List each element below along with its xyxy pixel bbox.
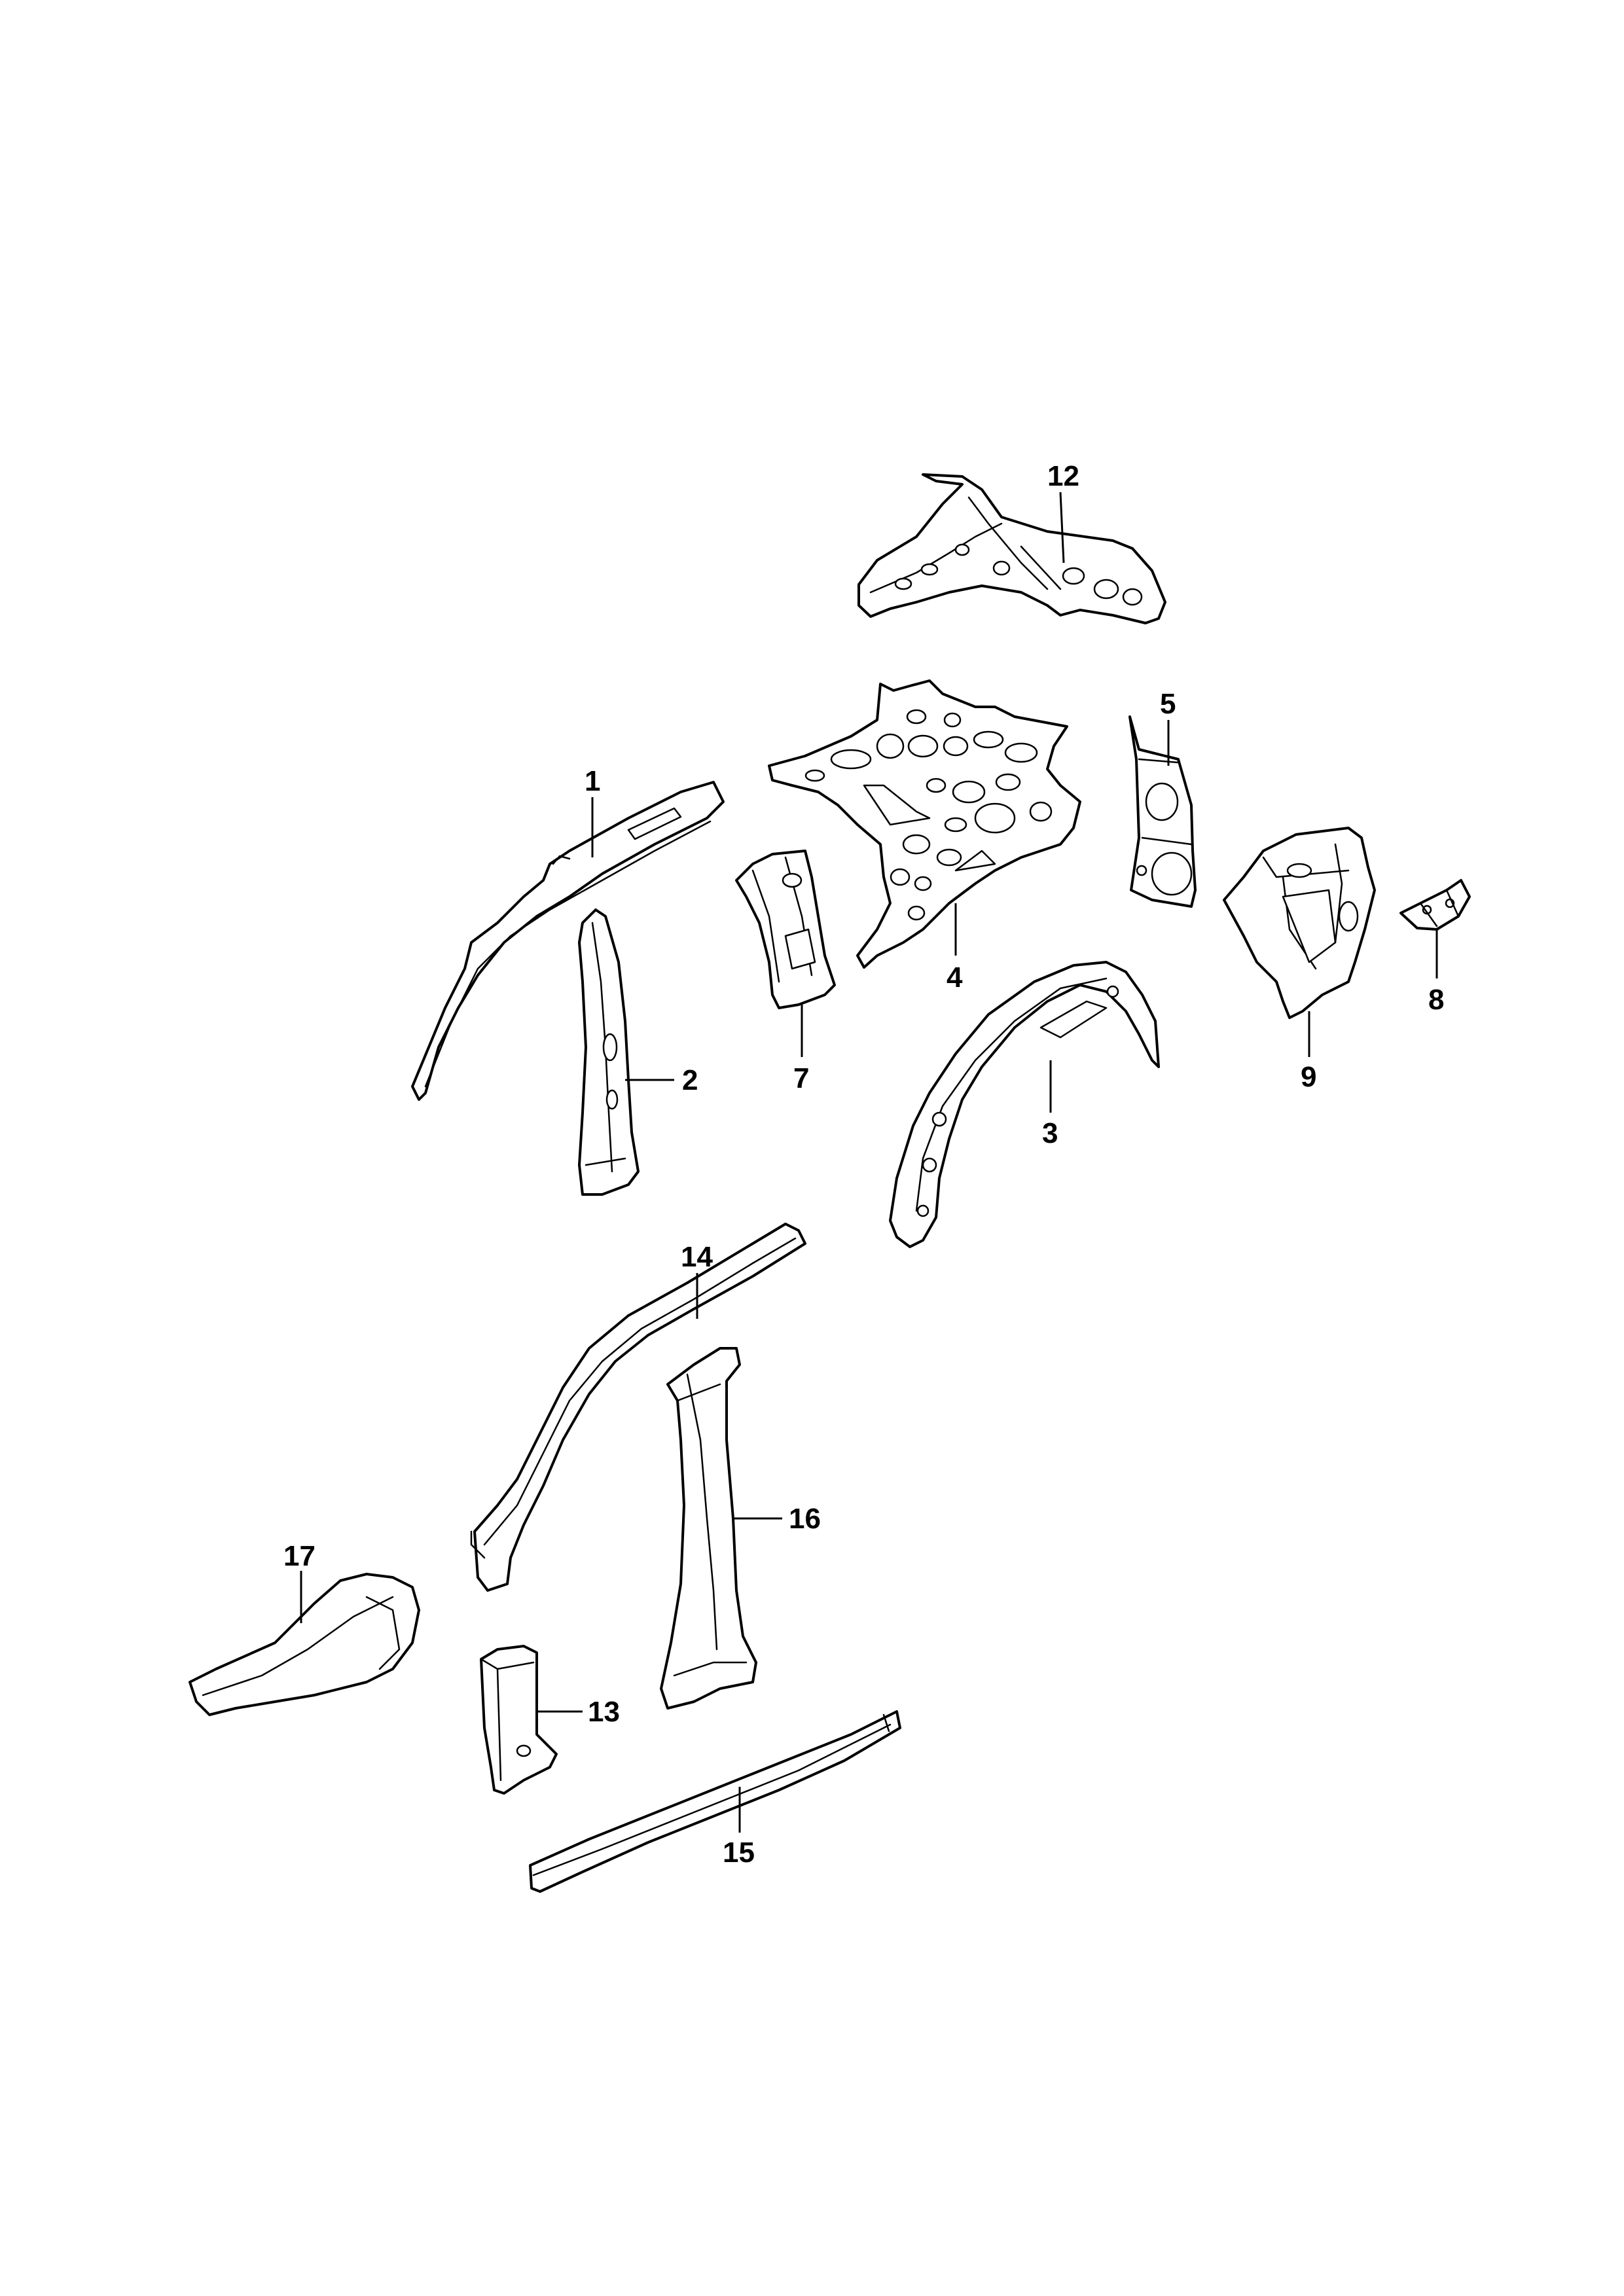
part-9 bbox=[1223, 827, 1376, 1019]
part-15 bbox=[529, 1710, 901, 1893]
callout-17: 17 bbox=[283, 1540, 316, 1572]
callout-13: 13 bbox=[588, 1696, 620, 1728]
callout-14: 14 bbox=[681, 1241, 713, 1273]
callout-8: 8 bbox=[1428, 984, 1444, 1016]
callout-2: 2 bbox=[682, 1064, 698, 1096]
part-17 bbox=[189, 1573, 420, 1716]
callout-1: 1 bbox=[585, 765, 600, 797]
callout-9: 9 bbox=[1301, 1061, 1316, 1093]
part-13 bbox=[480, 1645, 558, 1795]
part-12 bbox=[857, 473, 1166, 624]
callout-15: 15 bbox=[723, 1837, 755, 1869]
part-7 bbox=[735, 850, 836, 1009]
callout-12: 12 bbox=[1047, 460, 1079, 492]
leader-lines bbox=[300, 492, 1438, 1833]
callout-5: 5 bbox=[1160, 688, 1176, 720]
callout-16: 16 bbox=[789, 1503, 821, 1535]
part-14 bbox=[470, 1223, 806, 1592]
callout-3: 3 bbox=[1042, 1117, 1058, 1149]
part-8 bbox=[1399, 879, 1471, 931]
part-3 bbox=[889, 961, 1160, 1248]
callout-7: 7 bbox=[793, 1062, 809, 1094]
callout-labels: 12 1 5 4 7 2 3 9 8 14 16 17 13 15 bbox=[283, 460, 1444, 1869]
part-2 bbox=[578, 908, 640, 1196]
part-4 bbox=[768, 679, 1081, 969]
part-1 bbox=[411, 781, 725, 1101]
callout-4: 4 bbox=[947, 961, 963, 994]
leader-12 bbox=[1059, 492, 1065, 564]
part-5 bbox=[1128, 715, 1197, 908]
part-16 bbox=[660, 1347, 757, 1710]
